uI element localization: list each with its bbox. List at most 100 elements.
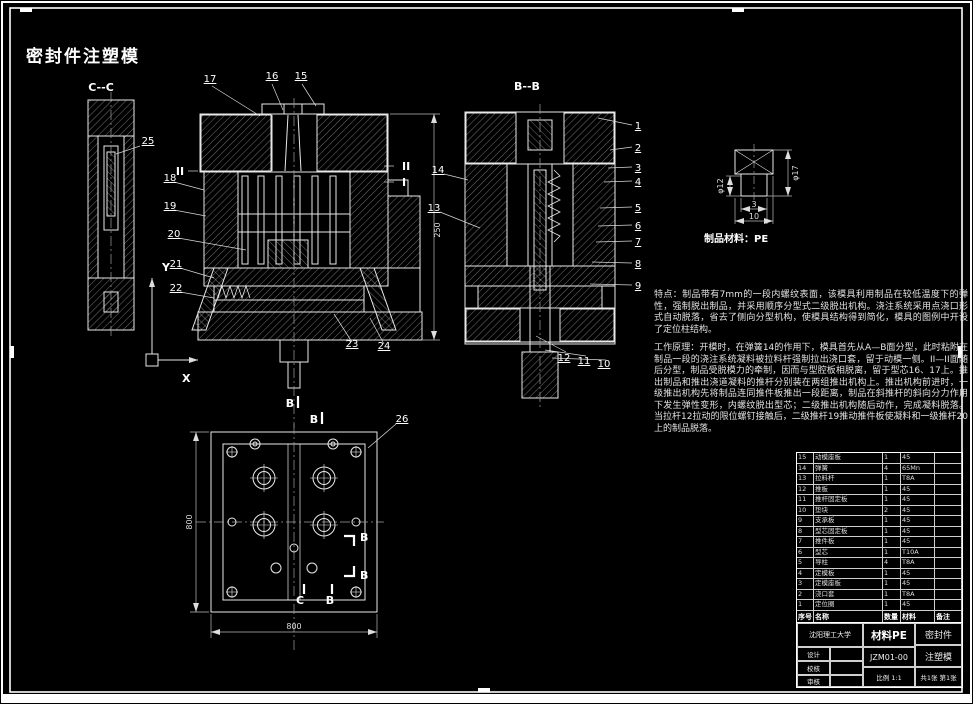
callout-18: 18: [164, 173, 177, 184]
parts-cell: 2: [882, 505, 900, 515]
notes-paragraph-features: 特点：制品带有7mm的一段内螺纹表面，该模具利用制品在较低温度下的弹性，强制脱出…: [654, 290, 968, 335]
leader-26: [367, 423, 397, 449]
callout-25: 25: [142, 136, 155, 147]
parts-cell: [934, 526, 962, 536]
parts-cell: [934, 537, 962, 547]
parts-cell: T8A: [900, 589, 934, 599]
parts-cell: 1: [882, 600, 900, 610]
parts-cell: 13: [798, 474, 807, 482]
parts-cell: [934, 453, 962, 463]
callout-14: 14: [432, 165, 445, 176]
parts-cell: 动模座板: [813, 453, 882, 463]
parts-cell: 1: [882, 526, 900, 536]
section-mark-ii-right: II: [402, 160, 410, 173]
parts-cell: 推杆固定板: [813, 495, 882, 505]
parts-cell: 45: [900, 484, 934, 494]
parts-cell: 1: [882, 547, 900, 557]
callout-21: 21: [170, 259, 183, 270]
dim-detail-len2: 10: [749, 212, 759, 221]
ucs-axis-icon: [145, 278, 198, 367]
dim-detail-len1: 3: [751, 200, 756, 209]
callout-1: 1: [635, 121, 641, 132]
parts-cell: [934, 579, 962, 589]
parts-cell: 1: [882, 484, 900, 494]
main-b-marks: [296, 396, 324, 424]
section-label-cc: C--C: [88, 81, 114, 94]
section-label-bb: B--B: [514, 80, 540, 93]
titleblock-sign-check: 校核: [797, 661, 830, 675]
section-mark-ii-left: II: [176, 165, 184, 178]
parts-cell: 定模板: [813, 568, 882, 578]
plan-dimensions: [190, 431, 378, 638]
parts-cell: 45: [900, 505, 934, 515]
parts-cell: 45: [900, 568, 934, 578]
notes-paragraph-principle: 工作原理：开模时，在弹簧14的作用下，模具首先从A—B面分型，此时粘附在制品一段…: [654, 343, 968, 434]
section-mark-b2: B: [310, 413, 318, 426]
parts-cell: 拉料杆: [813, 474, 882, 484]
parts-cell: 型芯: [813, 547, 882, 557]
parts-cell: 2: [798, 589, 803, 598]
parts-cell: [934, 516, 962, 526]
parts-cell: 1: [882, 453, 900, 463]
parts-cell: 4: [798, 568, 803, 577]
plan-mark-b-right-top: B: [360, 531, 368, 544]
parts-cell: 3: [798, 579, 803, 587]
drawing-title: 密封件注塑模: [26, 47, 140, 67]
parts-cell: 15: [798, 453, 807, 461]
callout-24: 24: [378, 341, 391, 352]
parts-cell: 1: [882, 495, 900, 505]
parts-cell: T8A: [900, 558, 934, 568]
parts-cell: 1: [882, 537, 900, 547]
callout-16: 16: [266, 71, 279, 82]
main-right-dimension: [390, 113, 440, 341]
parts-cell: 1: [882, 516, 900, 526]
parts-cell: 8: [798, 526, 803, 535]
parts-header-cell: 名称: [813, 610, 882, 623]
plan-section-marks: [302, 534, 356, 594]
titleblock-sign-design: 设计: [797, 647, 830, 661]
titleblock-drawing-number: JZM01-00: [863, 647, 915, 667]
parts-cell: 5: [798, 558, 803, 566]
axis-x-label: X: [182, 372, 191, 385]
parts-cell: 1: [882, 474, 900, 484]
detail-material-note: 制品材料：PE: [704, 234, 769, 245]
parts-cell: 65Mn: [900, 463, 934, 473]
view-bb-section: [464, 104, 616, 410]
view-cc-section: [87, 92, 135, 338]
view-part-detail: [734, 144, 774, 204]
titleblock-scale: 比例 1:1: [863, 667, 915, 687]
callout-19: 19: [164, 201, 177, 212]
parts-header-cell: 数量: [882, 610, 898, 623]
parts-cell: 推件板: [813, 537, 882, 547]
parts-cell: 45: [900, 495, 934, 505]
parts-cell: [934, 463, 962, 473]
parts-header-cell: 序号: [798, 612, 812, 621]
title-block: 沈阳理工大学 材料PE 密封件 注塑模 JZM01-00 比例 1:1 共1张 …: [796, 622, 963, 688]
parts-cell: [934, 495, 962, 505]
parts-cell: 1: [798, 600, 803, 608]
callout-9: 9: [635, 281, 641, 292]
parts-cell: 11: [798, 495, 807, 503]
parts-cell: [934, 558, 962, 568]
plan-mark-b-right-bottom: B: [360, 569, 368, 582]
parts-cell: [934, 474, 962, 484]
bottom-edge-strip: [3, 694, 970, 701]
plan-mark-c-bottom: C: [296, 594, 304, 607]
parts-cell: [934, 568, 962, 578]
parts-header-cell: 材料: [900, 610, 934, 623]
dim-plan-height: 800: [185, 514, 194, 529]
callout-4: 4: [635, 177, 641, 188]
view-main-section: [191, 98, 423, 428]
parts-cell: [934, 547, 962, 557]
leader-25: [115, 145, 141, 155]
parts-cell: 7: [798, 537, 803, 545]
detail-dimensions: [726, 149, 792, 224]
callout-23: 23: [346, 339, 359, 350]
